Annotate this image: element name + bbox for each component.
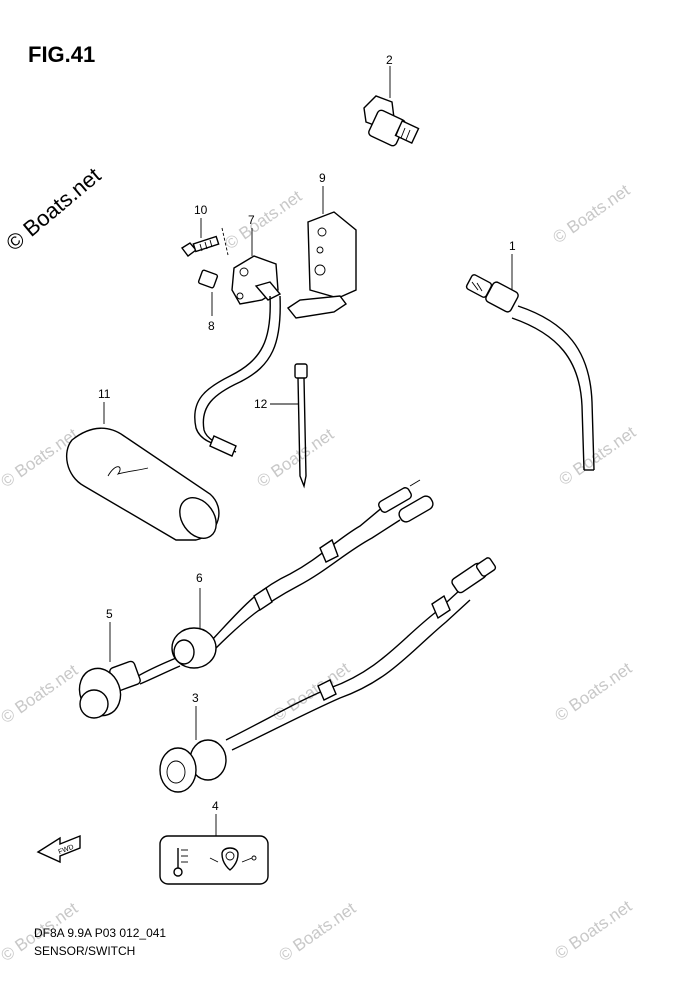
temperature-symbol-icon <box>173 848 188 877</box>
callout-3: 3 <box>192 691 199 705</box>
part-11-tube[interactable] <box>65 402 224 545</box>
callout-4: 4 <box>212 799 219 813</box>
part-5-switch[interactable] <box>73 622 181 721</box>
watermark: © Boats.net <box>549 180 633 247</box>
part-7-switch[interactable] <box>194 228 282 457</box>
figure-title: FIG.41 <box>28 42 96 67</box>
part-6-grommet[interactable] <box>171 479 435 669</box>
watermark: © Boats.net <box>0 660 81 727</box>
watermark: © Boats.net <box>221 186 305 253</box>
callout-5: 5 <box>106 607 113 621</box>
watermark: © Boats.net <box>555 422 639 489</box>
part-8-nut[interactable] <box>197 269 219 316</box>
watermark: © Boats.net <box>1 163 105 256</box>
part-2-sender[interactable] <box>363 66 420 147</box>
watermark: © Boats.net <box>551 658 635 725</box>
watermark: © Boats.net <box>253 424 337 491</box>
callout-9: 9 <box>319 171 326 185</box>
part-3-switch[interactable] <box>159 557 497 793</box>
callout-11: 11 <box>98 387 111 401</box>
callout-12: 12 <box>254 397 268 411</box>
part-10-bolt[interactable] <box>180 218 229 257</box>
part-4-label-plate[interactable] <box>159 814 269 885</box>
part-9-bracket[interactable] <box>286 186 357 319</box>
part-12-cable-tie[interactable] <box>270 363 308 489</box>
callout-6: 6 <box>196 571 203 585</box>
watermark: © Boats.net <box>551 896 635 963</box>
callout-8: 8 <box>208 319 215 333</box>
callout-10: 10 <box>194 203 208 217</box>
fwd-arrow-icon: FWD <box>36 834 81 864</box>
callout-2: 2 <box>386 53 393 67</box>
watermark: © Boats.net <box>275 898 359 965</box>
oil-pressure-symbol-icon <box>209 847 257 871</box>
part-1-temp-sensor[interactable] <box>465 254 595 471</box>
callout-1: 1 <box>509 239 516 253</box>
figure-code: DF8A 9.9A P03 012_041 <box>34 926 167 940</box>
watermark: © Boats.net <box>269 658 353 725</box>
callout-numbers: 2 9 10 7 1 8 11 12 6 5 3 4 <box>98 53 516 813</box>
callout-7: 7 <box>248 213 255 227</box>
figure-description: SENSOR/SWITCH <box>34 944 136 958</box>
